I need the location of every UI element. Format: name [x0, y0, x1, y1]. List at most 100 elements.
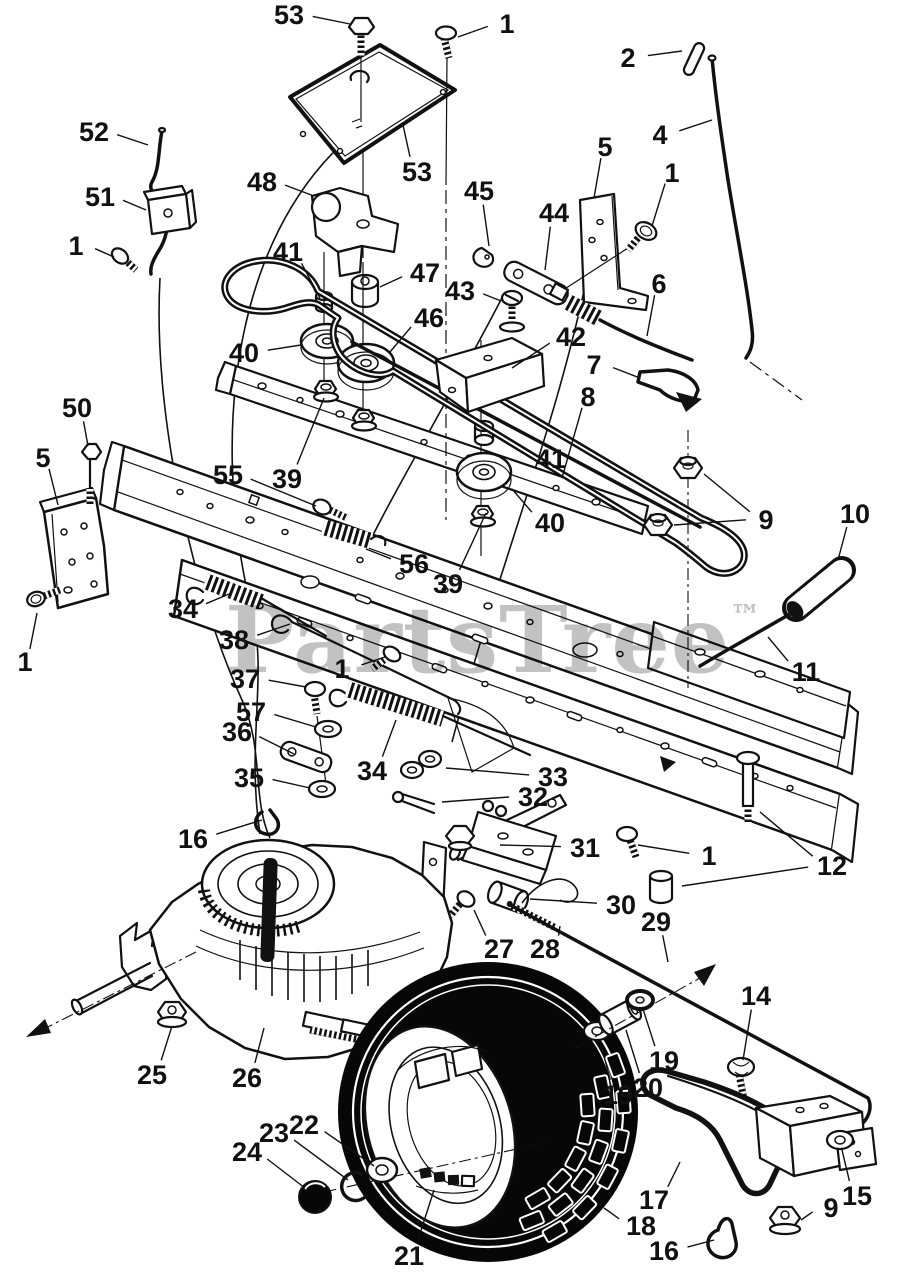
axle-shaft: [26, 951, 197, 1037]
transaxle-26: [26, 838, 454, 1061]
callout-31: 31: [570, 833, 600, 863]
callout-leader-32: [441, 796, 510, 803]
flange-nut-25: [156, 1000, 188, 1029]
wheel-hub-21: [415, 1167, 479, 1194]
callout-11: 11: [792, 657, 821, 687]
callout-27: 27: [484, 934, 514, 964]
clip-45: [472, 246, 495, 268]
flange-nut-9-bottom: [768, 1205, 802, 1236]
callout-35: 35: [234, 763, 264, 793]
callout-leader-29: [662, 935, 669, 963]
callout-leader-33: [445, 767, 530, 776]
flat-idler-pulley-40b: [455, 419, 513, 500]
callout-1: 1: [664, 158, 679, 188]
callout-leader-39: [296, 397, 325, 465]
callout-53: 53: [274, 0, 304, 30]
callout-48: 48: [247, 167, 277, 197]
callout-leader-12: [681, 866, 809, 887]
callout-1: 1: [17, 647, 32, 677]
callout-leader-4: [679, 119, 713, 132]
callout-53: 53: [402, 157, 432, 187]
shift-handle-grip-10: [698, 556, 856, 668]
callout-41: 41: [273, 237, 303, 267]
rod-38: [270, 614, 462, 716]
callout-44: 44: [539, 198, 569, 228]
bolts-12: [648, 750, 761, 905]
belt-keeper-bracket-42: [434, 336, 546, 414]
spring-34-left: [185, 573, 328, 638]
callout-leader-41: [487, 425, 530, 452]
callout-leader-34: [205, 593, 230, 605]
frame-rail-main: [98, 440, 860, 776]
callout-leader-38: [256, 623, 291, 636]
callout-1: 1: [499, 9, 514, 39]
callout-55: 55: [213, 460, 243, 490]
screw-43: [498, 289, 526, 333]
callout-leader-11: [767, 636, 789, 662]
e-ring-23: [339, 1170, 368, 1203]
brake-caliper: [301, 1010, 371, 1044]
bolt-50: [80, 442, 103, 506]
spring-56: [320, 519, 387, 549]
callout-15: 15: [842, 1181, 872, 1211]
callout-39: 39: [272, 464, 302, 494]
callout-leader-17: [667, 1161, 681, 1188]
screw-55: [312, 498, 349, 522]
callout-leader-44: [544, 226, 551, 271]
callout-leader-8: [561, 407, 583, 479]
callout-leader-50: [82, 421, 89, 447]
washers-33: [399, 749, 443, 780]
callout-leader-1: [361, 656, 386, 666]
callout-50: 50: [62, 393, 92, 423]
screw-1-left: [110, 247, 139, 273]
callout-24: 24: [232, 1137, 262, 1167]
bolt-1-lower: [615, 825, 640, 859]
spring-rod-6: [548, 282, 694, 362]
callout-leader-1: [651, 183, 666, 227]
callout-leader-45: [482, 204, 490, 247]
callout-leader-31: [499, 844, 562, 848]
callout-leader-53: [312, 15, 351, 25]
callout-47: 47: [410, 258, 440, 288]
hook-clip-16: [253, 808, 281, 836]
callout-10: 10: [840, 499, 870, 529]
motion-sector-arc: [447, 697, 515, 773]
callout-leader-41: [300, 262, 321, 299]
belt-guide-rod-8: [350, 340, 702, 529]
clip-16-bottom: [706, 1216, 738, 1260]
callout-18: 18: [626, 1211, 656, 1241]
callout-20: 20: [633, 1073, 663, 1103]
rear-wheel-18: [301, 962, 638, 1262]
callout-leader-5: [48, 468, 59, 506]
callout-46: 46: [414, 303, 444, 333]
callout-leader-6: [646, 294, 656, 337]
callout-leader-1: [637, 844, 690, 854]
callout-6: 6: [651, 269, 666, 299]
bolt-1-bottomleft: [26, 586, 62, 608]
callout-40: 40: [535, 508, 565, 538]
callout-leader-24: [266, 1158, 306, 1189]
partstree-watermark: PartsTree™: [225, 586, 761, 694]
callout-leader-36: [258, 735, 295, 755]
callout-leader-43: [482, 293, 502, 302]
callout-leader-9: [800, 1211, 814, 1221]
screw-1-bracket5: [625, 221, 658, 253]
callout-leader-40: [267, 344, 302, 351]
callout-12: 12: [817, 851, 847, 881]
callout-5: 5: [597, 132, 612, 162]
callout-leader-30: [529, 898, 598, 904]
axle-washer-22: [365, 1156, 399, 1184]
callout-leader-5: [593, 157, 602, 199]
callout-leader-35: [272, 778, 311, 789]
callout-leader-20: [625, 1029, 641, 1074]
callout-leader-1: [457, 25, 489, 38]
callout-34: 34: [168, 594, 198, 624]
callout-36: 36: [222, 717, 252, 747]
callout-57: 57: [236, 697, 266, 727]
callout-41: 41: [536, 444, 566, 474]
callout-leader-14: [742, 1009, 752, 1061]
spring-34-center: [328, 681, 532, 757]
callout-leader-21: [416, 1189, 435, 1242]
cotter-pin-32: [391, 790, 436, 815]
